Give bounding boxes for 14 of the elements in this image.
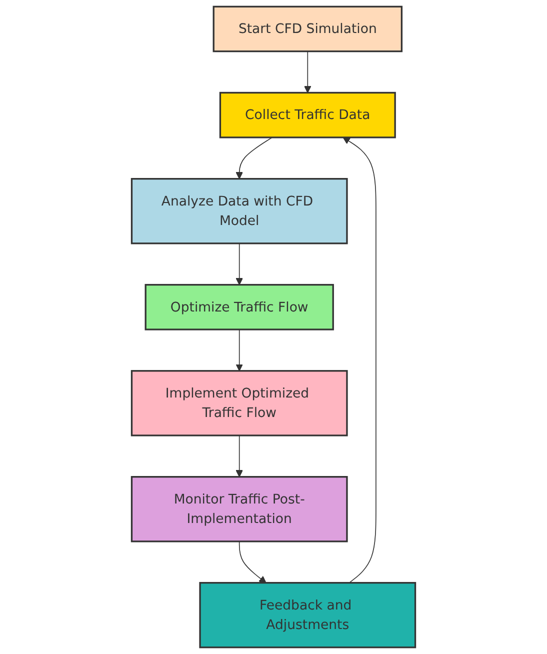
node-box: Start CFD Simulation (212, 6, 403, 52)
node-box: Optimize Traffic Flow (144, 284, 334, 330)
arrow (342, 137, 376, 584)
arrow (236, 137, 273, 180)
arrow (238, 541, 266, 584)
arrow (236, 435, 243, 478)
arrow (236, 242, 243, 286)
arrow (304, 50, 312, 94)
node-box: Analyze Data with CFD Model (130, 178, 348, 244)
node-box: Feedback and Adjustments (199, 582, 416, 648)
arrow (236, 329, 243, 372)
node-box: Collect Traffic Data (219, 92, 396, 138)
node-box: Implement Optimized Traffic Flow (130, 370, 348, 436)
node-box: Monitor Traffic Post-Implementation (130, 476, 348, 542)
